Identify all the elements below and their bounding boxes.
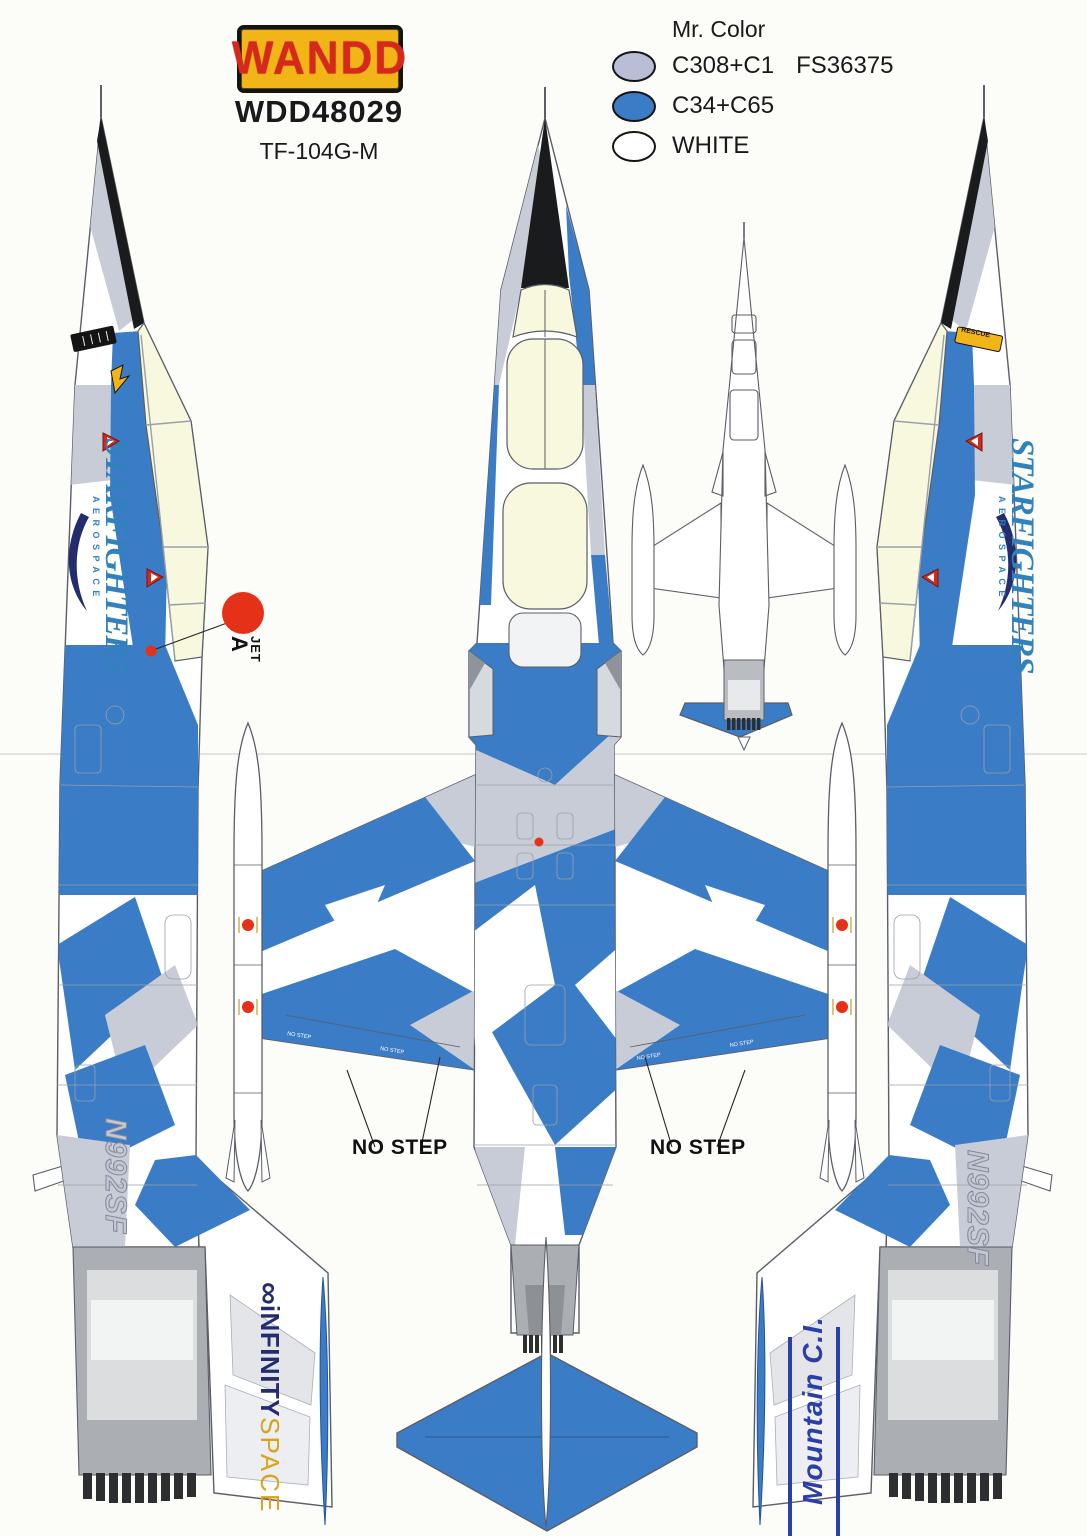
infinity-symbol: ∞	[252, 1282, 288, 1305]
no-step-leader-lines	[346, 1056, 746, 1148]
svg-text:NO STEP: NO STEP	[636, 1052, 661, 1062]
blue-paint-label: C34+C65	[672, 92, 775, 119]
starfighters-wordmark: STARFIGHTERS	[1004, 438, 1040, 674]
infinity-space-logo: ∞iNFINITYSPACE	[251, 1282, 288, 1513]
starfighters-logo-starboard: STARFIGHTERS AEROSPACE	[996, 438, 1040, 674]
rescue-arrow-marking	[110, 364, 131, 395]
right-tip-tank	[833, 463, 857, 656]
no-step-callout-right: NO STEP	[650, 1136, 746, 1159]
underside-view-drawing	[631, 222, 857, 752]
gray-paint-swatch	[612, 50, 656, 82]
anti-glare-panel	[521, 118, 569, 288]
port-side-view-drawing	[15, 85, 340, 1535]
blue-paint-swatch	[612, 90, 656, 122]
gray-paint-label: C308+C1	[672, 52, 775, 79]
svg-text:NO STEP: NO STEP	[287, 1031, 312, 1041]
left-intake-cone	[469, 651, 485, 691]
color-legend: Mr. Color C308+C1 FS36375 C34+C65 WHITE	[612, 16, 893, 171]
subject-aircraft-type: TF-104G-M	[259, 138, 379, 164]
infinity-wordmark: iNFINITY	[255, 1304, 285, 1418]
product-code: WDD48029	[234, 94, 404, 129]
starfighters-logo-port: STARFIGHTERS AEROSPACE	[90, 438, 134, 674]
mountain-ci-titles: Mountain C.I.	[797, 1316, 828, 1505]
panel-lines	[474, 767, 616, 1186]
engine-section-underside	[723, 659, 765, 752]
fin-stripes	[788, 1327, 840, 1536]
svg-text:NO STEP: NO STEP	[380, 1046, 405, 1056]
gray-paint-fs-code: FS36375	[796, 52, 894, 79]
legend-row-blue: C34+C65	[612, 90, 893, 122]
canopy-top	[502, 283, 588, 668]
data-placard	[70, 325, 117, 352]
registration-port: N992SF	[99, 1118, 133, 1235]
starboard-side-view-drawing: RESCUE	[750, 85, 1087, 1536]
vertical-fin-top	[540, 1236, 552, 1528]
white-paint-label: WHITE	[672, 132, 750, 159]
registration-starboard: N992SF	[961, 1150, 995, 1267]
no-step-callout-left: NO STEP	[352, 1136, 448, 1159]
jet-a-label: JET A	[227, 636, 263, 663]
right-intake-cone	[605, 651, 621, 691]
fuel-filler-dot	[534, 837, 544, 847]
legend-title: Mr. Color	[672, 16, 766, 42]
wing-no-step-stencils: NO STEP NO STEP NO STEP NO STEP	[287, 1031, 755, 1062]
white-paint-swatch	[612, 130, 656, 162]
starfighters-wordmark: STARFIGHTERS	[98, 438, 134, 674]
rescue-placard: RESCUE	[954, 327, 1004, 353]
svg-text:NO STEP: NO STEP	[729, 1039, 754, 1049]
legend-row-white: WHITE	[612, 130, 893, 162]
brand-logo-text: WANDD	[231, 32, 409, 85]
legend-row-gray: C308+C1 FS36375	[612, 50, 894, 82]
left-wing-underside	[649, 502, 722, 599]
space-wordmark: SPACE	[255, 1417, 285, 1514]
jet-a-callout	[145, 592, 264, 657]
brand-logo: WANDD	[232, 25, 406, 93]
left-tip-tank	[631, 463, 655, 656]
top-plan-view-drawing: NO STEP NO STEP NO STEP NO STEP	[225, 87, 865, 1532]
